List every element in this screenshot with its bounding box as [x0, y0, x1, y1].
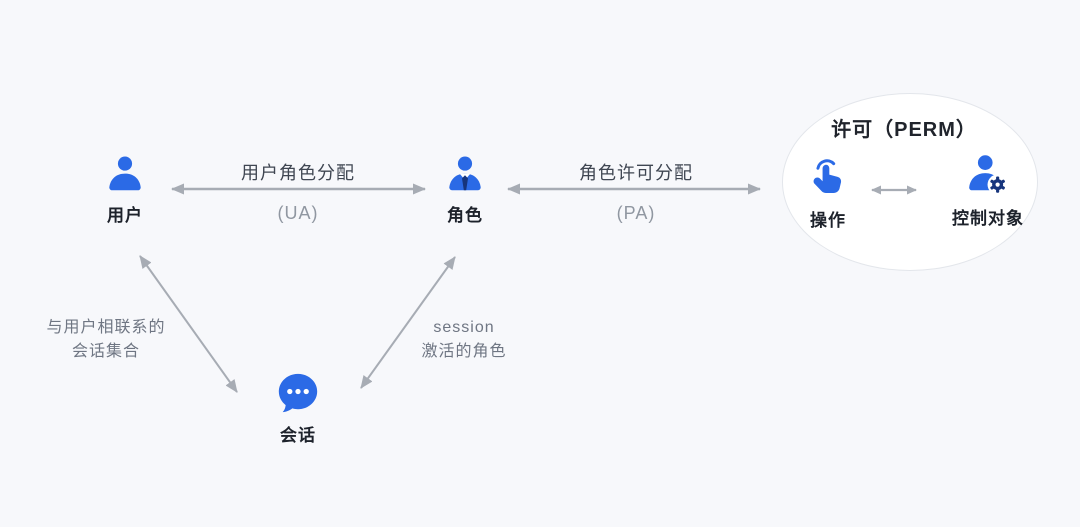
chat-bubble-icon [278, 373, 318, 413]
user-role-edge-sublabel: (UA) [277, 203, 319, 223]
user-node: 用户 [105, 154, 145, 226]
role-user-tie-icon [449, 156, 481, 191]
role-node: 角色 [445, 154, 485, 226]
user-role-edge-label: 用户角色分配 [241, 163, 355, 183]
session-role-edge-label-line1: session [433, 319, 495, 336]
user-session-edge-label-line2: 会话集合 [71, 343, 141, 360]
operation-node: 操作 [807, 155, 849, 231]
role-permission-edge-label: 角色许可分配 [579, 163, 693, 183]
permission-group-title: 许可（PERM） [831, 119, 977, 141]
user-session-edge-label: 与用户相联系的 会话集合 [46, 316, 165, 364]
role-node-label: 角色 [447, 206, 483, 225]
session-node-label: 会话 [280, 426, 316, 445]
tap-hand-icon [813, 159, 842, 194]
role-permission-edge-sublabel: (PA) [616, 203, 656, 223]
session-role-edge-label-line2: 激活的角色 [421, 343, 507, 360]
session-node: 会话 [276, 372, 320, 446]
user-session-edge-label-line1: 与用户相联系的 [46, 319, 166, 336]
control-object-node-label: 控制对象 [952, 209, 1024, 228]
user-gear-icon [969, 155, 1008, 195]
operation-node-label: 操作 [810, 211, 846, 230]
user-node-label: 用户 [107, 206, 143, 225]
control-object-node: 控制对象 [952, 153, 1024, 229]
user-icon [109, 156, 141, 191]
session-role-edge-label: session 激活的角色 [421, 316, 506, 364]
